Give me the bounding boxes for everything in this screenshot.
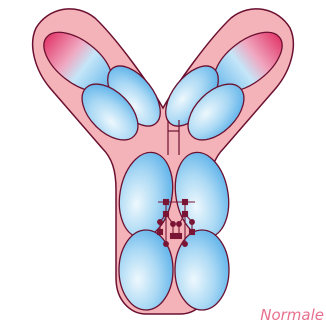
caption-label: Normale	[260, 306, 324, 324]
